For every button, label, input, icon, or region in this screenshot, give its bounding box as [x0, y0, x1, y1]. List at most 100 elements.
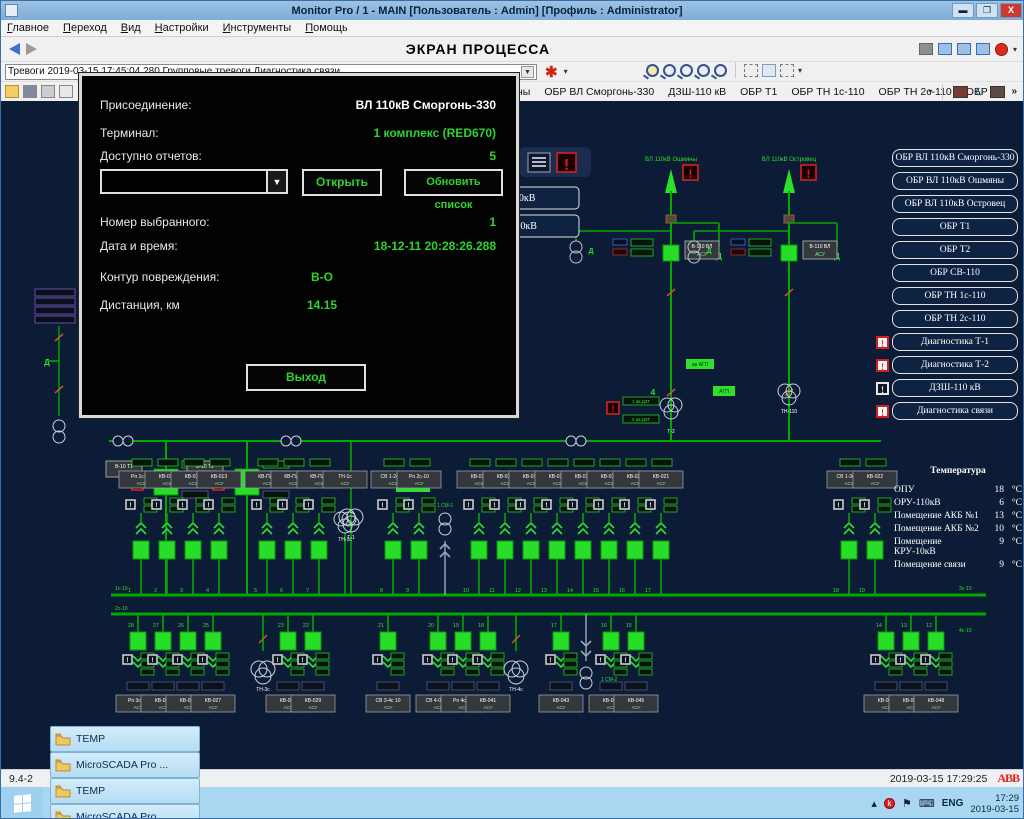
sidebar-button-ОБР ВЛ 110кВ Островец[interactable]: ОБР ВЛ 110кВ Островец [892, 195, 1018, 213]
breaker[interactable] [204, 631, 222, 651]
exit-button[interactable]: Выход [246, 364, 366, 391]
zoom-in-icon[interactable] [697, 63, 710, 77]
breaker[interactable] [552, 631, 570, 651]
zoom-reset-icon[interactable] [714, 63, 727, 77]
monitor-icon[interactable] [918, 43, 933, 55]
tab-clipped[interactable]: ны [517, 86, 531, 98]
record-icon[interactable] [994, 42, 1008, 56]
breaker[interactable] [662, 244, 680, 262]
select-rect-icon[interactable] [744, 63, 758, 77]
window-icon-1[interactable] [937, 43, 952, 55]
sidebar-button-ОБР ТН 2с-110[interactable]: ОБР ТН 2с-110 [892, 310, 1018, 328]
breaker[interactable] [780, 244, 798, 262]
breaker[interactable] [410, 540, 428, 560]
menu-Инструменты[interactable]: Инструменты [222, 22, 292, 34]
breaker[interactable] [627, 631, 645, 651]
bay-label[interactable] [290, 694, 336, 713]
bay-label[interactable] [613, 694, 659, 713]
tab-ОБР ВЛ Сморгонь-330[interactable]: ОБР ВЛ Сморгонь-330 [544, 86, 655, 98]
breaker[interactable] [210, 540, 228, 560]
breaker[interactable] [384, 540, 402, 560]
breaker[interactable] [154, 631, 172, 651]
breaker[interactable] [927, 631, 945, 651]
tray-keyboard-icon[interactable]: ⌨ [918, 798, 935, 810]
bay-label[interactable] [190, 694, 236, 713]
pan-icon[interactable] [762, 63, 776, 77]
breaker[interactable] [454, 631, 472, 651]
report-select-arrow-icon[interactable]: ▼ [266, 171, 286, 192]
select-icon[interactable] [780, 63, 794, 77]
breaker[interactable] [279, 631, 297, 651]
breaker[interactable] [429, 631, 447, 651]
zoom-area-icon[interactable] [646, 63, 659, 77]
zoom-icon[interactable] [663, 63, 676, 77]
bay-label[interactable] [638, 470, 684, 489]
back-arrow-icon[interactable] [9, 43, 20, 55]
doc-icon[interactable] [59, 85, 73, 98]
breaker[interactable] [902, 631, 920, 651]
bay-label[interactable] [465, 694, 511, 713]
sidebar-button-ОБР ТН 1с-110[interactable]: ОБР ТН 1с-110 [892, 287, 1018, 305]
tray-alert-icon[interactable]: k [883, 798, 895, 809]
menu-Переход[interactable]: Переход [63, 22, 107, 34]
refresh-list-button[interactable]: Обновить список [404, 169, 503, 211]
menu-Помощь[interactable]: Помощь [305, 22, 348, 34]
alarm-flash-icon[interactable]: ✱ [545, 63, 558, 81]
breaker[interactable] [129, 631, 147, 651]
window-icon-2[interactable] [956, 43, 971, 55]
refresh-icon[interactable]: ↻ [974, 84, 985, 99]
alarm-caret-icon[interactable]: ▾ [563, 67, 568, 76]
chevron-down-icon[interactable]: ▾ [1012, 44, 1017, 54]
sidebar-button-ОБР Т2[interactable]: ОБР Т2 [892, 241, 1018, 259]
breaker[interactable] [602, 631, 620, 651]
breaker[interactable] [479, 631, 497, 651]
open-icon[interactable] [5, 85, 19, 98]
menu-Вид[interactable]: Вид [120, 22, 141, 34]
task-TEMP[interactable]: TEMP [50, 777, 200, 804]
sidebar-button-ОБР ВЛ 110кВ Ошмяны[interactable]: ОБР ВЛ 110кВ Ошмяны [892, 172, 1018, 190]
tray-expand-icon[interactable]: ▴ [871, 798, 877, 810]
report-select[interactable]: ▼ [100, 169, 288, 194]
breaker[interactable] [877, 631, 895, 651]
breaker[interactable] [470, 540, 488, 560]
bay-label[interactable] [396, 470, 442, 489]
sidebar-button-Диагностика Т-1[interactable]: Диагностика Т-1! [876, 333, 1018, 351]
menu-Главное[interactable]: Главное [7, 22, 50, 34]
sidebar-button-ОБР СВ-110[interactable]: ОБР СВ-110 [892, 264, 1018, 282]
save-icon[interactable] [23, 85, 37, 98]
breaker[interactable] [652, 540, 670, 560]
tray-flag-icon[interactable]: ⚑ [901, 798, 912, 810]
breaker[interactable] [866, 540, 884, 560]
overflow-chevron[interactable]: » [1011, 86, 1017, 97]
tabs-caret-icon[interactable]: ▾ [928, 87, 933, 96]
tab-ОБР ТН 2с-110[interactable]: ОБР ТН 2с-110 [878, 86, 952, 98]
maximize-button[interactable]: ❐ [976, 3, 998, 18]
breaker[interactable] [132, 540, 150, 560]
tray-clock[interactable]: 17:29 2019-03-15 [970, 793, 1019, 815]
minimize-button[interactable]: ▬ [952, 3, 974, 18]
start-button[interactable] [1, 787, 43, 818]
task-TEMP[interactable]: TEMP [50, 725, 200, 752]
window-icon-3[interactable] [975, 43, 990, 55]
breaker[interactable] [626, 540, 644, 560]
breaker[interactable] [304, 631, 322, 651]
breaker[interactable] [574, 540, 592, 560]
breaker[interactable] [258, 540, 276, 560]
bay-label[interactable] [196, 470, 242, 489]
bay-label[interactable] [322, 470, 368, 489]
forward-arrow-icon[interactable] [26, 43, 37, 55]
report-icon[interactable] [953, 85, 969, 98]
menu-Настройки[interactable]: Настройки [154, 22, 209, 34]
snapshot-icon[interactable] [990, 85, 1006, 98]
bay-label[interactable] [538, 694, 584, 713]
breaker[interactable] [284, 540, 302, 560]
breaker[interactable] [184, 540, 202, 560]
sidebar-button-ДЗШ-110 кВ[interactable]: ДЗШ-110 кВ! [876, 379, 1018, 397]
sidebar-button-ОБР ВЛ 110кВ Сморгонь-330[interactable]: ОБР ВЛ 110кВ Сморгонь-330 [892, 149, 1018, 167]
language-indicator[interactable]: ENG [941, 798, 964, 809]
zoom-caret-icon[interactable]: ▾ [798, 65, 803, 75]
breaker[interactable] [379, 631, 397, 651]
zoom-out-icon[interactable] [680, 63, 693, 77]
bay-label[interactable] [365, 694, 411, 713]
bay-label[interactable] [913, 694, 959, 713]
